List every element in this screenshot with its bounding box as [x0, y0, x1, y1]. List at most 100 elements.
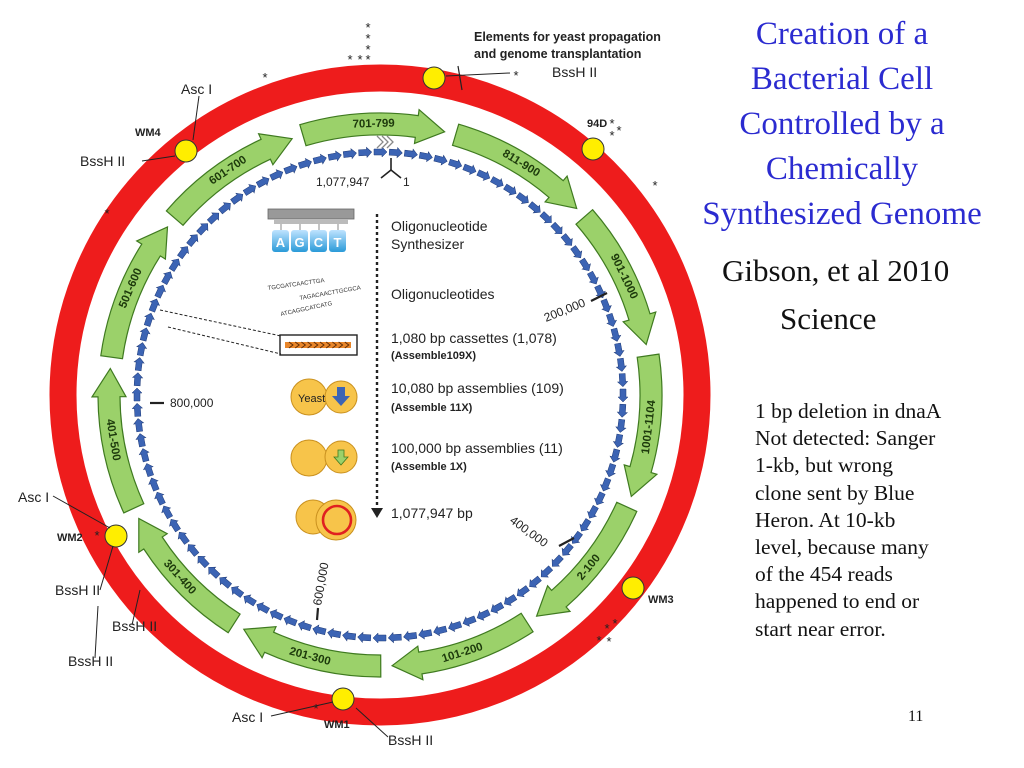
- cassette-tick: [344, 341, 350, 349]
- title-line: Bacterial Cell: [750, 61, 934, 97]
- cassette-arrow: [218, 202, 231, 215]
- citation-authors: Gibson, et al 2010: [722, 253, 950, 288]
- cassette-arrow: [327, 150, 342, 162]
- asterisk: *: [94, 528, 99, 543]
- asterisk: *: [365, 31, 370, 46]
- cassette-arrow: [615, 357, 627, 372]
- cassette-arrow: [516, 585, 530, 598]
- coord-tick-600k: [315, 607, 320, 621]
- segment-arrow: [451, 123, 578, 210]
- asm10k-label: 10,080 bp assemblies (109): [391, 380, 564, 396]
- origin-marker: [376, 135, 394, 149]
- cassette-arrow: [615, 418, 627, 433]
- tube-a: [272, 230, 289, 252]
- cassette-arrow: [560, 233, 573, 246]
- cassettes-label: 1,080 bp cassettes (1,078): [391, 330, 557, 346]
- cassette-arrow: [503, 594, 518, 606]
- cassette-arrow: [600, 298, 612, 313]
- asterisk: *: [609, 116, 614, 131]
- cassette-arrow: [242, 184, 257, 196]
- cassette-arrow: [168, 258, 181, 272]
- cassette-arrow: [197, 555, 210, 569]
- asterisk: *: [357, 52, 362, 67]
- label-94d: 94D: [587, 118, 607, 130]
- cassette-arrow: [208, 566, 221, 579]
- cassette-arrow: [269, 169, 284, 181]
- cassette-arrow: [342, 148, 357, 160]
- synthesizer-icon: A G C T: [267, 208, 355, 252]
- cassette-arrow: [579, 518, 592, 532]
- citation-journal: Science: [780, 301, 877, 336]
- cassette-tick: [319, 341, 325, 349]
- segment-arrow: [90, 367, 145, 514]
- cassette-arrow: [283, 615, 298, 627]
- header-line-1: Elements for yeast propagation: [474, 30, 661, 44]
- cassette-arrow: [358, 146, 373, 158]
- coord-600k: 600,000: [310, 561, 331, 606]
- cassette-arrow: [135, 433, 147, 448]
- cassette-arrow: [297, 620, 312, 632]
- note-line: 1 bp deletion in dnaA: [755, 399, 942, 423]
- cassette-arrow: [617, 388, 629, 403]
- label-bssh-wm1: BssH II: [388, 732, 433, 748]
- asterisk: *: [262, 70, 267, 85]
- label-wm1: WM1: [324, 719, 350, 731]
- cassette-arrow: [312, 153, 327, 165]
- oligo-sequences: TGCGATCAACTTGA TAGACAACTTGCGCA ATCAGGCAT…: [267, 278, 361, 318]
- coord-400k: 400,000: [507, 513, 551, 550]
- cassette-arrow: [196, 223, 209, 236]
- cassette-arrow: [612, 433, 624, 448]
- cassette-arrow: [138, 448, 150, 463]
- coord-start: 1,077,947: [316, 175, 370, 189]
- cassette-arrow: [561, 543, 574, 556]
- cassette-arrow: [587, 270, 599, 285]
- tube-t: [329, 230, 346, 252]
- label-wm2: WM2: [57, 532, 83, 544]
- cassette-arrow: [231, 586, 245, 598]
- tube-c: [310, 230, 327, 252]
- cassette-arrow: [550, 221, 563, 235]
- title-line: Synthesized Genome: [702, 196, 982, 232]
- title-line: Controlled by a: [739, 106, 945, 142]
- cassette-arrow: [143, 463, 154, 478]
- outer-red-ring: [49, 64, 711, 726]
- header-line-2: and genome transplantation: [474, 47, 641, 61]
- zoom-line-top: [159, 309, 282, 337]
- cassette-arrow: [177, 246, 189, 260]
- cassette-arrow: [143, 312, 155, 327]
- final-label: 1,077,947 bp: [391, 505, 473, 521]
- site-markers: [104, 65, 645, 711]
- cassette-tick: [294, 341, 300, 349]
- cassette-arrow: [388, 147, 403, 159]
- segment-arrow: [242, 626, 382, 678]
- cassette-arrow: [579, 257, 591, 272]
- asm100k-sub: (Assemble 1X): [391, 461, 467, 473]
- coord-tick-200k: [590, 292, 608, 302]
- cassette-arrow: [131, 402, 143, 417]
- cassette-arrow: [161, 505, 173, 520]
- cassette-arrow: [154, 491, 166, 506]
- asterisk: *: [604, 621, 609, 636]
- cassette-arrow: [551, 554, 564, 567]
- segment-arrow: [299, 108, 446, 147]
- cassette-arrow: [148, 477, 160, 492]
- cassette-arrow: [609, 448, 621, 463]
- cassette-arrow: [219, 576, 232, 589]
- cassette-arrow: [476, 169, 491, 181]
- synth-label-2: Synthesizer: [391, 236, 464, 252]
- cassette-arrow: [613, 342, 625, 357]
- cassette-tick: [288, 341, 294, 349]
- cassette-arrow: [594, 491, 606, 506]
- slide-title: Creation of a Bacterial Cell Controlled …: [660, 12, 1024, 237]
- segment-arrow: [100, 225, 169, 360]
- cassette-tick: [301, 341, 307, 349]
- cassette-arrow: [539, 211, 552, 224]
- marker-wm4: [174, 139, 198, 163]
- title-line: Chemically: [765, 151, 919, 187]
- cassette-arrow: [528, 201, 541, 214]
- cassette-arrow: [342, 630, 357, 642]
- cassette-arrow: [571, 530, 583, 544]
- asterisk: *: [609, 128, 614, 143]
- cassette-arrow: [476, 609, 491, 621]
- cassette-arrow: [418, 628, 433, 640]
